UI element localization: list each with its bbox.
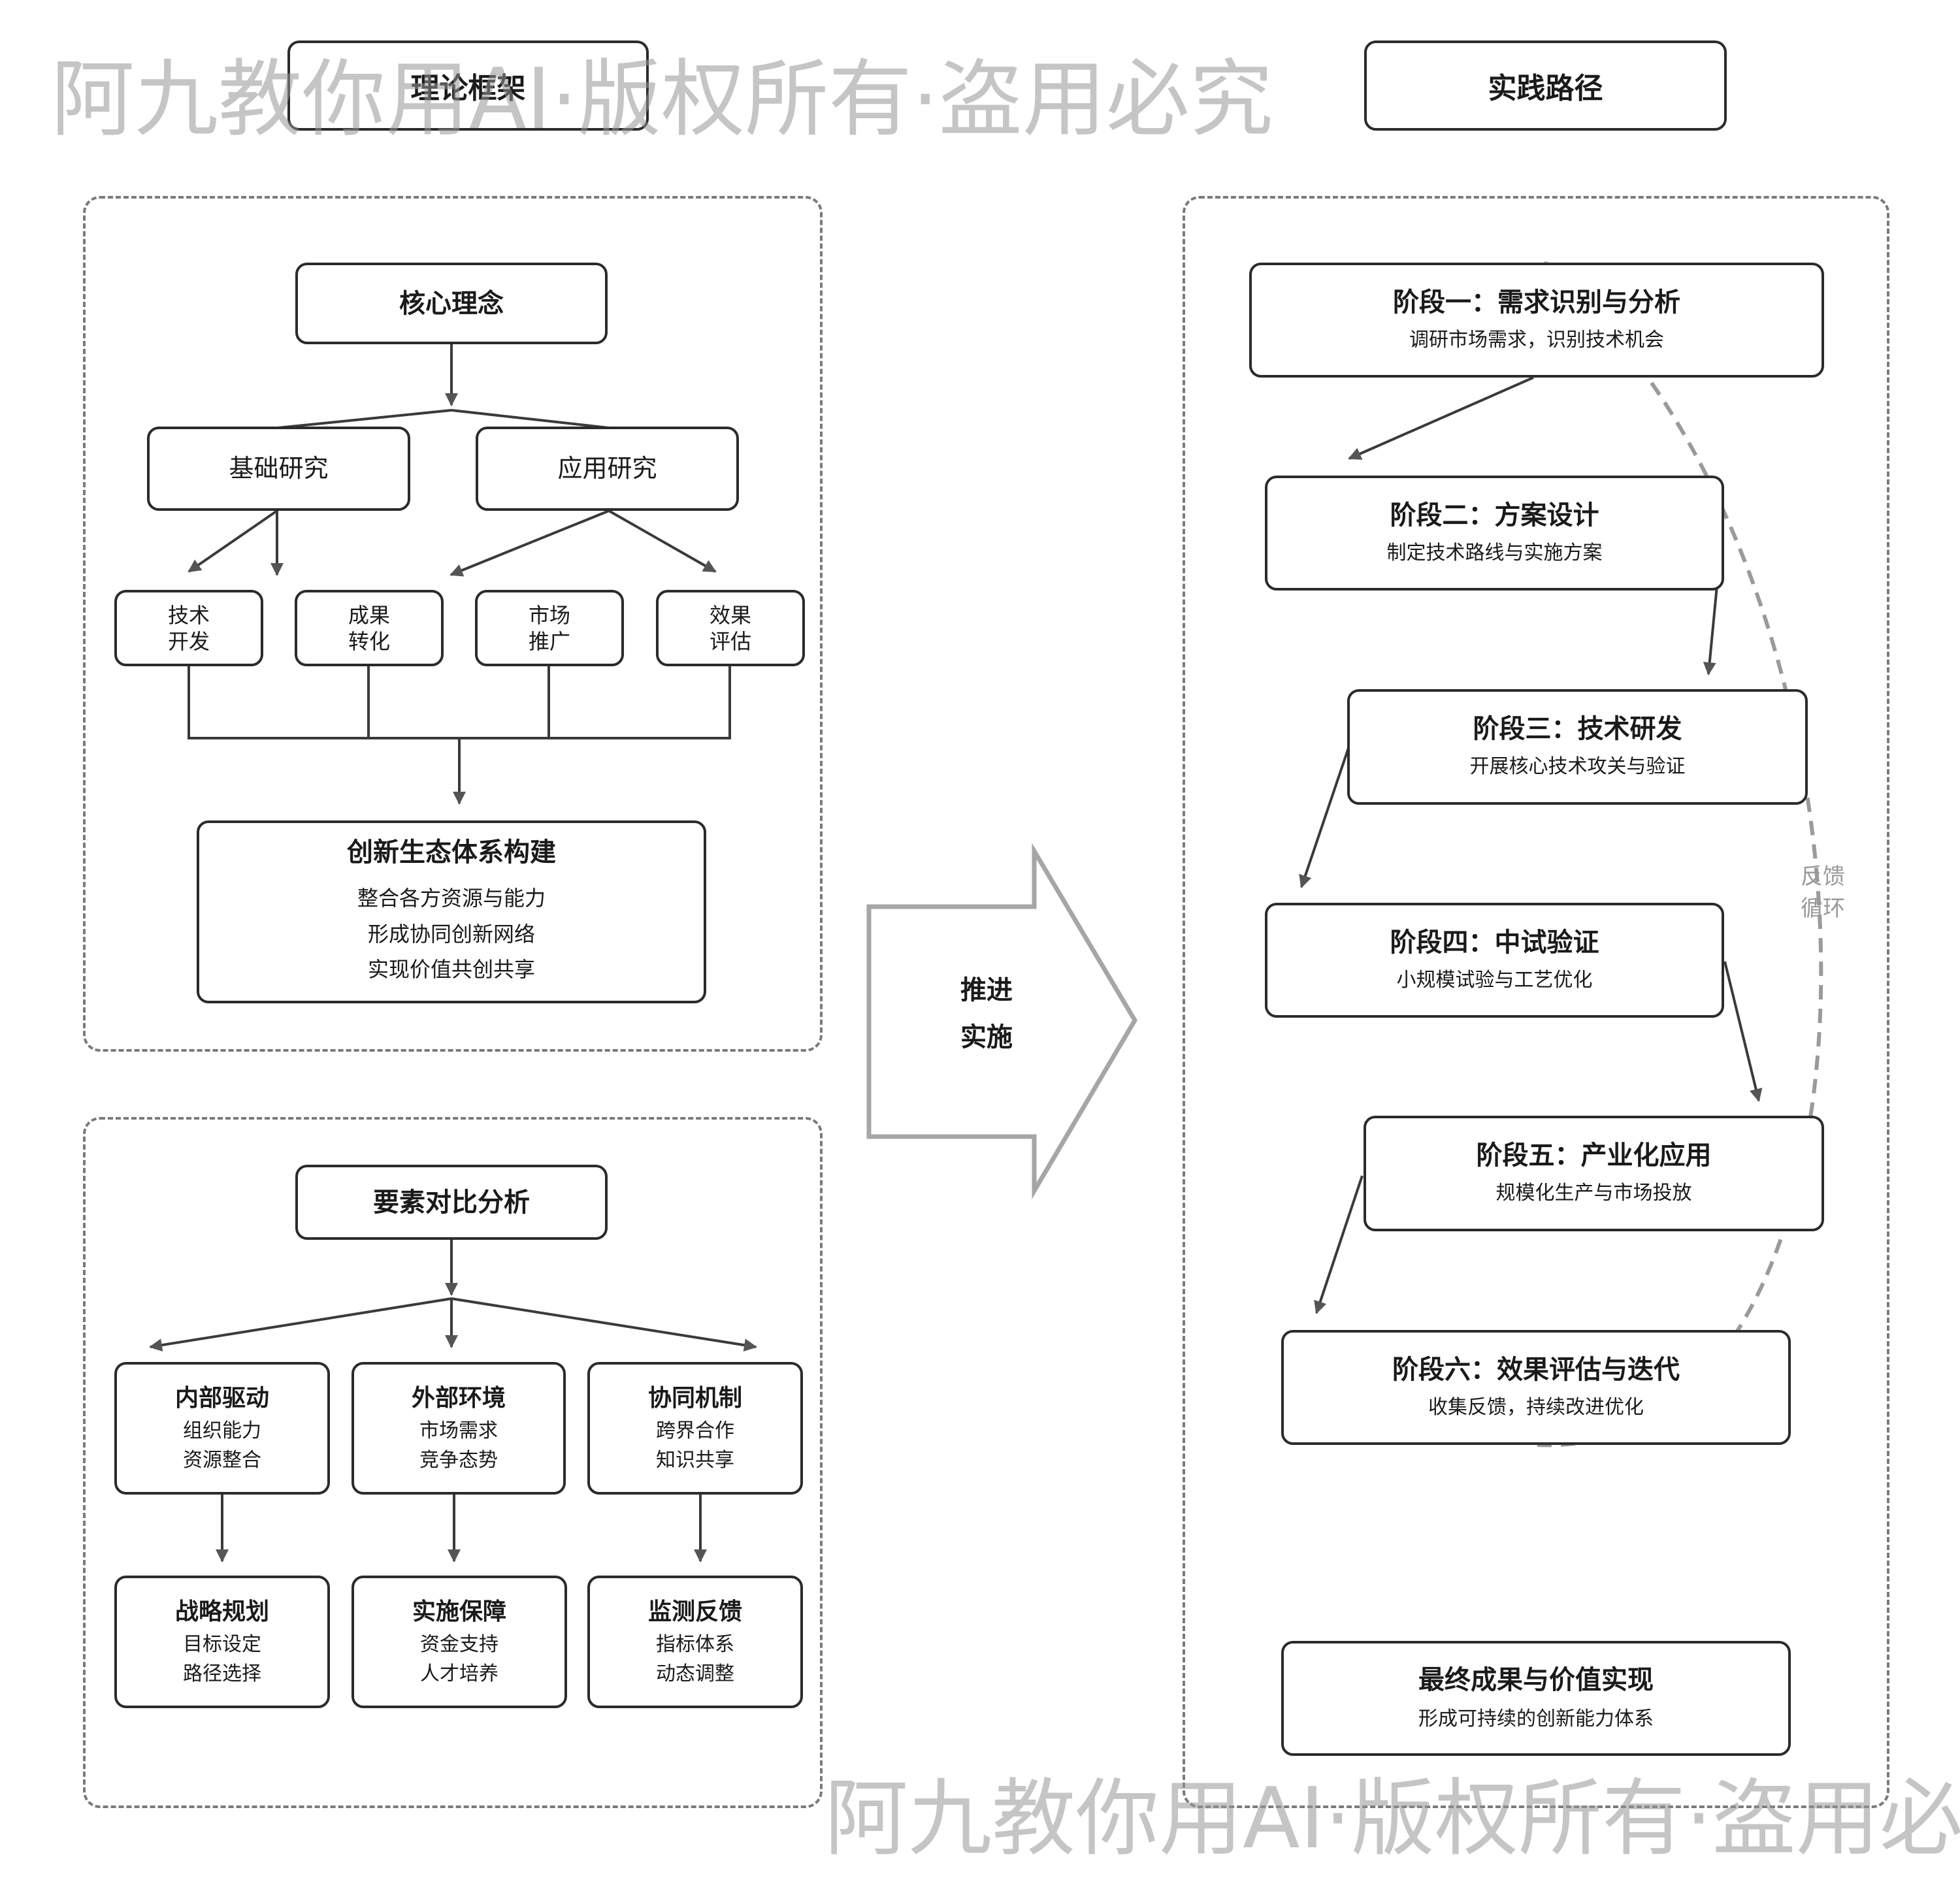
stage-node-3: 阶段三：技术研发 开展核心技术攻关与验证: [1347, 689, 1808, 805]
stage-node-4: 阶段四：中试验证 小规模试验与工艺优化: [1265, 903, 1724, 1018]
arrow-label-line2: 实施: [960, 1022, 1013, 1052]
ecosystem-title: 创新生态体系构建: [347, 837, 556, 868]
feedback-loop-arrow: [1537, 261, 1823, 1448]
element-line: 人才培养: [420, 1662, 498, 1685]
leaf-node-effect-evaluation: 效果 评估: [656, 590, 805, 666]
element-line: 市场需求: [419, 1419, 498, 1442]
element-node-monitoring: 监测反馈 指标体系 动态调整: [587, 1576, 803, 1708]
stage-description: 调研市场需求，识别技术机会: [1409, 328, 1664, 351]
final-outcome-title: 最终成果与价值实现: [1418, 1664, 1654, 1695]
leaf-node-market-promotion: 市场 推广: [475, 590, 624, 666]
element-node-assurance: 实施保障 资金支持 人才培养: [351, 1576, 567, 1708]
leaf-label-line1: 效果: [709, 602, 751, 628]
element-line: 组织能力: [183, 1419, 261, 1442]
stage-title: 阶段三：技术研发: [1473, 714, 1682, 744]
element-title: 协同机制: [647, 1385, 742, 1412]
stage-description: 规模化生产与市场投放: [1495, 1182, 1692, 1205]
practice-header: 实践路径: [1364, 40, 1727, 131]
arrow-label-line1: 推进: [960, 975, 1013, 1005]
element-title: 外部环境: [411, 1385, 506, 1412]
element-line: 路径选择: [183, 1662, 261, 1685]
feedback-label-line2: 循环: [1801, 896, 1845, 922]
element-line: 资金支持: [420, 1632, 498, 1656]
element-line: 知识共享: [656, 1448, 734, 1472]
stage-description: 制定技术路线与实施方案: [1386, 541, 1603, 564]
stage-description: 收集反馈，持续改进优化: [1428, 1395, 1644, 1419]
element-line: 跨界合作: [656, 1419, 734, 1442]
element-title: 监测反馈: [647, 1598, 742, 1626]
stage-node-6: 阶段六：效果评估与迭代 收集反馈，持续改进优化: [1281, 1330, 1791, 1445]
feedback-loop-label: 反馈 循环: [1790, 861, 1855, 926]
practice-panel: [1183, 196, 1889, 1808]
elements-analysis-node: 要素对比分析: [295, 1165, 608, 1240]
leaf-label-line1: 技术: [167, 602, 210, 628]
ecosystem-line: 形成协同创新网络: [367, 921, 535, 947]
element-title: 战略规划: [174, 1598, 269, 1626]
ecosystem-line: 整合各方资源与能力: [357, 886, 546, 911]
final-outcome-description: 形成可持续的创新能力体系: [1418, 1707, 1654, 1730]
elements-analysis-label: 要素对比分析: [373, 1187, 530, 1218]
implementation-arrow-label: 推进 实施: [934, 967, 1039, 1061]
element-node-synergy: 协同机制 跨界合作 知识共享: [587, 1362, 803, 1495]
stage-title: 阶段五：产业化应用: [1476, 1141, 1712, 1171]
stage-description: 开展核心技术攻关与验证: [1469, 755, 1686, 778]
ecosystem-node: 创新生态体系构建 整合各方资源与能力 形成协同创新网络 实现价值共创共享: [197, 820, 706, 1003]
element-line: 竞争态势: [419, 1448, 498, 1472]
element-node-external: 外部环境 市场需求 竞争态势: [351, 1362, 566, 1495]
leaf-label-line2: 推广: [528, 628, 570, 654]
core-concept-node: 核心理念: [295, 263, 608, 344]
theory-connectors: [188, 344, 731, 805]
element-line: 指标体系: [656, 1632, 734, 1656]
leaf-label-line1: 市场: [528, 602, 570, 628]
element-node-internal: 内部驱动 组织能力 资源整合: [114, 1362, 330, 1495]
element-node-strategy: 战略规划 目标设定 路径选择: [114, 1576, 330, 1708]
leaf-node-achievement-transfer: 成果 转化: [295, 590, 444, 666]
element-title: 内部驱动: [174, 1385, 269, 1412]
core-concept-label: 核心理念: [399, 288, 504, 319]
leaf-label-line2: 开发: [167, 628, 210, 654]
theory-header-label: 理论框架: [410, 72, 526, 105]
stage-node-1: 阶段一：需求识别与分析 调研市场需求，识别技术机会: [1249, 263, 1824, 378]
element-line: 资源整合: [183, 1448, 261, 1472]
stage-title: 阶段四：中试验证: [1390, 927, 1599, 958]
element-line: 目标设定: [183, 1632, 261, 1656]
theory-header: 理论框架: [287, 40, 649, 131]
stage-node-5: 阶段五：产业化应用 规模化生产与市场投放: [1364, 1116, 1824, 1231]
stage-title: 阶段六：效果评估与迭代: [1392, 1354, 1680, 1385]
leaf-label-line2: 评估: [709, 628, 751, 654]
elements-panel: [83, 1117, 823, 1808]
stage-title: 阶段一：需求识别与分析: [1393, 287, 1680, 317]
leaf-label-line1: 成果: [348, 602, 390, 628]
stage-title: 阶段二：方案设计: [1390, 500, 1599, 530]
element-title: 实施保障: [412, 1598, 506, 1626]
basic-research-label: 基础研究: [229, 453, 329, 483]
applied-research-label: 应用研究: [557, 453, 657, 483]
feedback-label-line1: 反馈: [1801, 864, 1845, 890]
stage-description: 小规模试验与工艺优化: [1396, 968, 1593, 992]
applied-research-node: 应用研究: [476, 427, 739, 511]
ecosystem-line: 实现价值共创共享: [367, 957, 535, 982]
leaf-label-line2: 转化: [348, 628, 390, 654]
final-outcome-node: 最终成果与价值实现 形成可持续的创新能力体系: [1281, 1641, 1791, 1756]
elements-connectors: [149, 1240, 757, 1562]
theory-panel: [83, 196, 823, 1052]
basic-research-node: 基础研究: [147, 427, 410, 511]
leaf-node-tech-dev: 技术 开发: [114, 590, 263, 666]
implementation-block-arrow: [866, 843, 1138, 1199]
practice-header-label: 实践路径: [1488, 72, 1603, 105]
stage-node-2: 阶段二：方案设计 制定技术路线与实施方案: [1265, 476, 1724, 591]
element-line: 动态调整: [656, 1662, 734, 1685]
